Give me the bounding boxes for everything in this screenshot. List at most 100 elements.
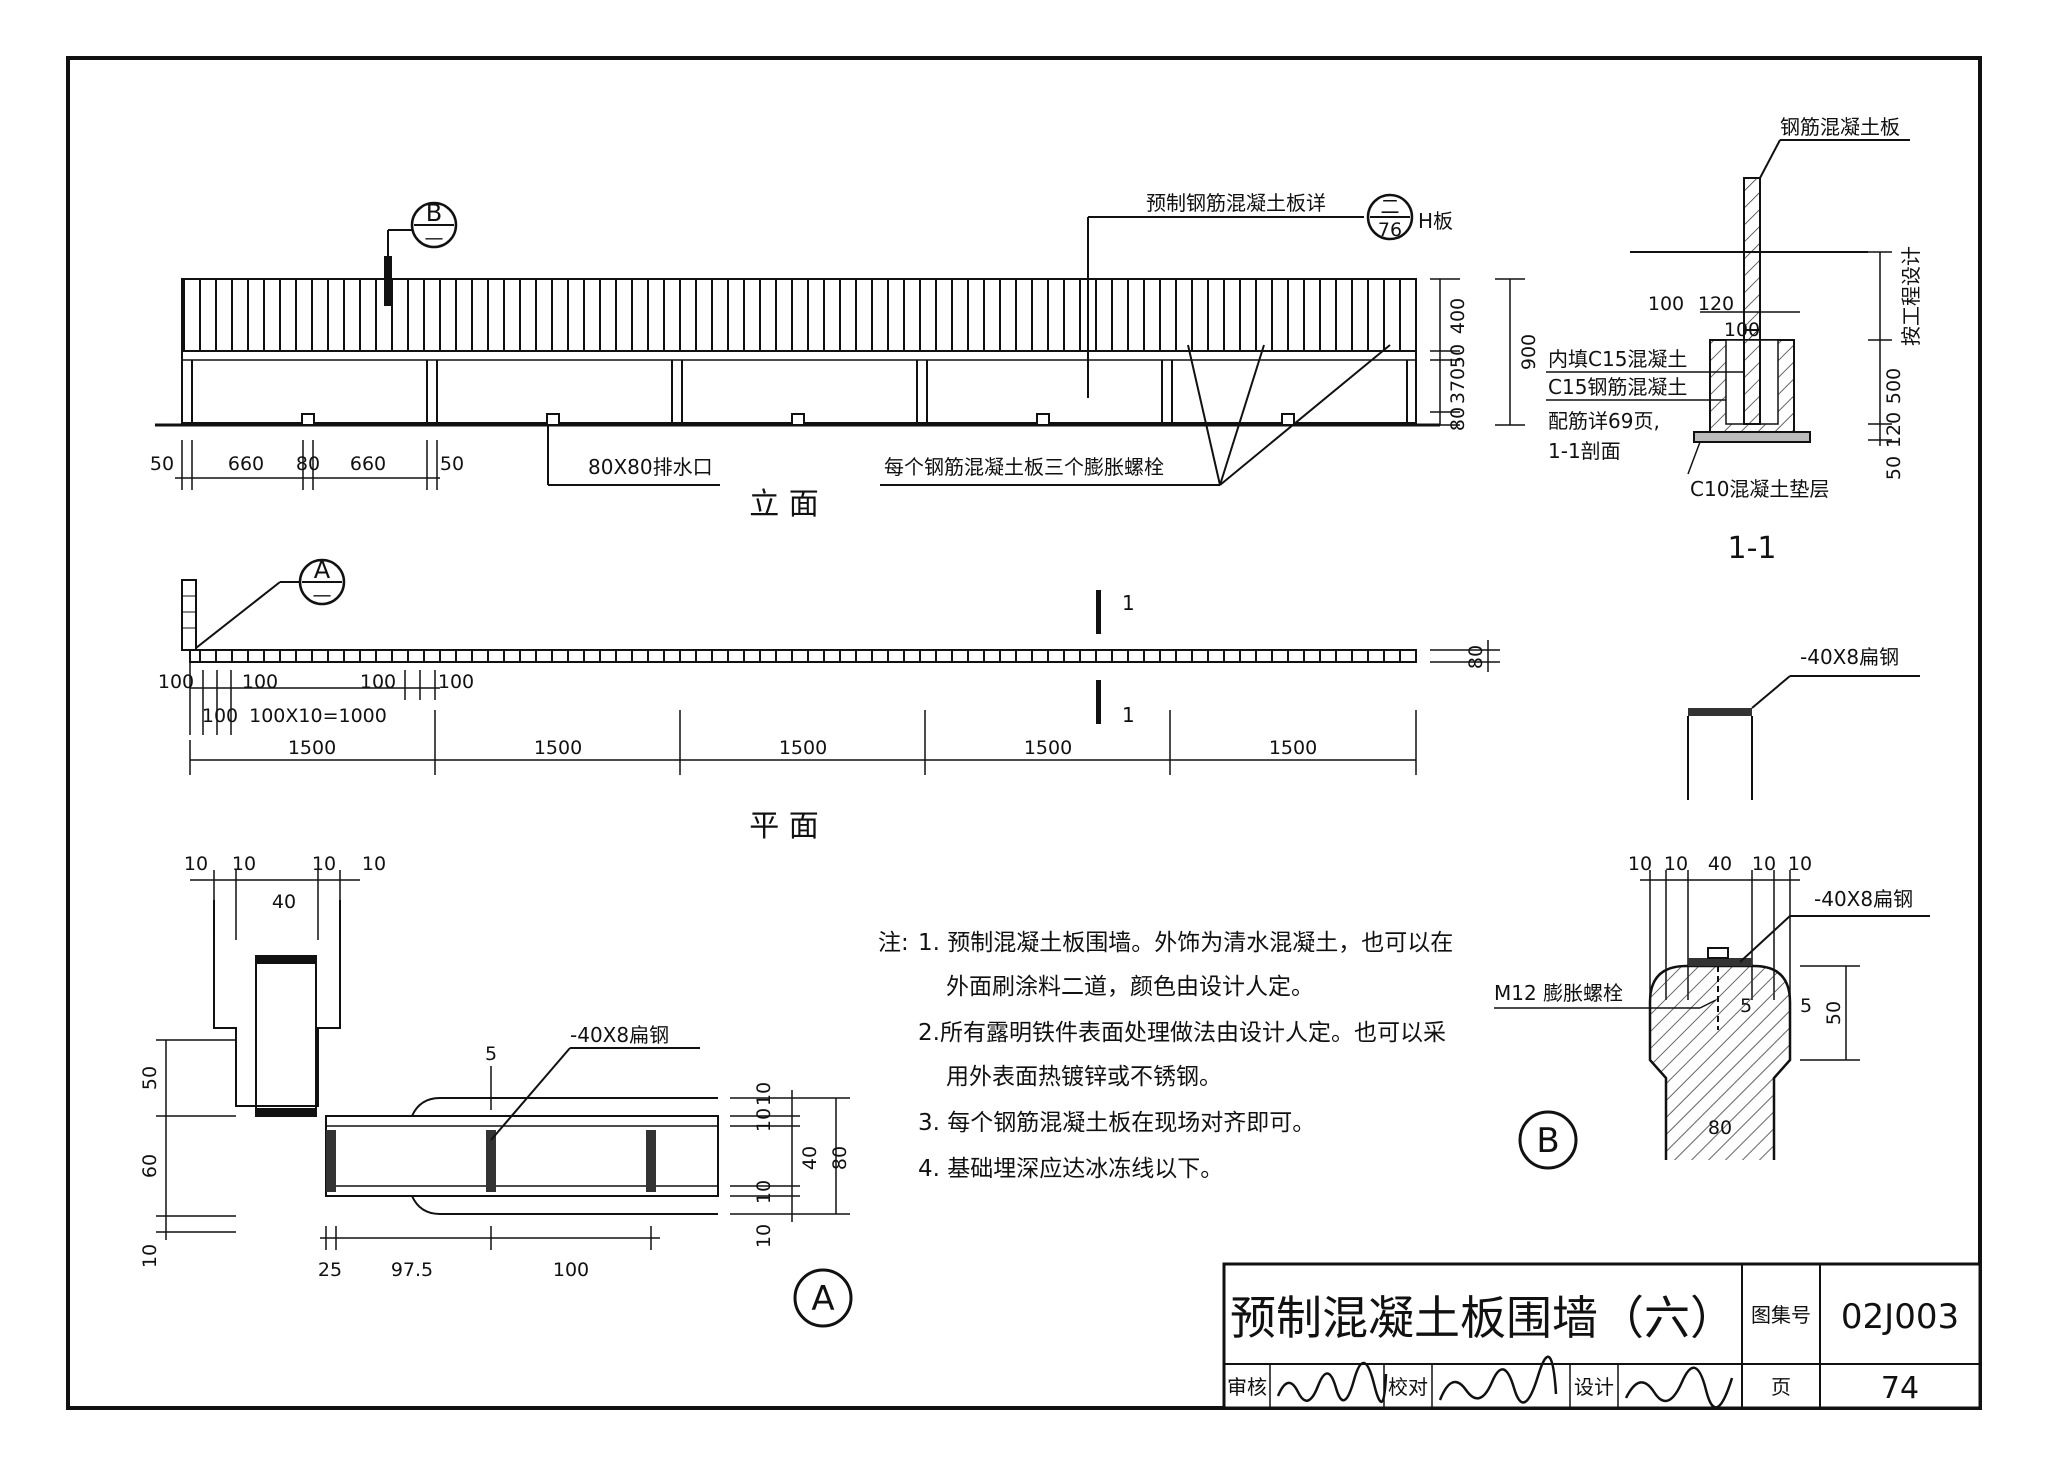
detail-a-right-dim-3: 10 bbox=[753, 1224, 775, 1248]
detail-a-left-dim-2: 10 bbox=[139, 1244, 161, 1268]
elev-dim-2: 80 bbox=[296, 453, 320, 475]
detail-b-flat-steel-side: -40X8扁钢 bbox=[1814, 887, 1913, 911]
detail-a-bottom-dim-1: 97.5 bbox=[391, 1259, 433, 1281]
bolt-label: 每个钢筋混凝土板三个膨胀螺栓 bbox=[884, 455, 1164, 479]
detail-a-top-dim-3: 10 bbox=[362, 853, 386, 875]
elevation-panel-band bbox=[181, 350, 1417, 424]
detail-a-top-dim-2: 10 bbox=[312, 853, 336, 875]
section-rebar-note-1: 配筋详69页, bbox=[1548, 409, 1660, 433]
detail-a-flat-steel: -40X8扁钢 bbox=[570, 1023, 669, 1047]
title-block-atlas-no: 02J003 bbox=[1841, 1297, 1959, 1337]
elevation-view: B — 预制钢筋混凝土板详 二 76 H板 80X80排水口 每个钢筋混凝土板三… bbox=[150, 191, 1540, 522]
elev-overall-height: 900 bbox=[1518, 334, 1540, 370]
elev-rdim-2: 370 bbox=[1447, 368, 1469, 404]
plan-dim-r2-0: 100 bbox=[202, 705, 238, 727]
detail-b-top-dim-1: 10 bbox=[1664, 853, 1688, 875]
detail-a-right-dim-1: 10 bbox=[753, 1108, 775, 1132]
plan-dim-r1-0: 100 bbox=[158, 671, 194, 693]
detail-a-width-dim: 40 bbox=[272, 891, 296, 913]
detail-a-top-small: 5 bbox=[485, 1043, 497, 1065]
detail-a-top-dim-1: 10 bbox=[232, 853, 256, 875]
detail-b-top-dim-3: 10 bbox=[1752, 853, 1776, 875]
detail-a-marker-sub: — bbox=[313, 584, 332, 606]
detail-b-marker-label: B bbox=[426, 199, 442, 227]
detail-a-top-dim-0: 10 bbox=[184, 853, 208, 875]
note-line-0: 1. 预制混凝土板围墙。外饰为清水混凝土，也可以在 bbox=[918, 930, 1453, 956]
detail-b-top-dim-0: 10 bbox=[1628, 853, 1652, 875]
section-dim-3: 500 bbox=[1883, 368, 1905, 404]
detail-a-right-outer: 80 bbox=[829, 1146, 851, 1170]
elevation-posts bbox=[181, 351, 1417, 425]
detail-b-width-dim: 80 bbox=[1708, 1117, 1732, 1139]
panel-callout-suffix: H板 bbox=[1418, 209, 1453, 233]
plan-span-0: 1500 bbox=[288, 737, 336, 759]
section-side-label: 按工程设计 bbox=[1899, 246, 1923, 346]
section-dim-1: 120 bbox=[1698, 293, 1734, 315]
elev-dim-0: 50 bbox=[150, 453, 174, 475]
drain-label: 80X80排水口 bbox=[588, 455, 713, 479]
detail-a-bottom-dim-2: 100 bbox=[553, 1259, 589, 1281]
section-fill-label: 内填C15混凝土 bbox=[1548, 347, 1687, 371]
plan-dim-r1-3: 100 bbox=[438, 671, 474, 693]
sheet-border bbox=[66, 56, 1982, 1410]
detail-b-small-dim-0: 5 bbox=[1740, 995, 1752, 1017]
detail-a: 10 10 10 10 40 50 60 10 -40X8扁钢 5 10 10 … bbox=[139, 853, 853, 1328]
section-rebar-note-2: 1-1剖面 bbox=[1548, 439, 1621, 463]
title-block-design-label: 设计 bbox=[1574, 1375, 1614, 1399]
detail-b: -40X8扁钢 10 10 40 10 10 -40X8扁钢 M12 膨胀螺栓 … bbox=[1494, 645, 1930, 1170]
detail-a-marker-label: A bbox=[314, 556, 331, 584]
detail-a-left-dim-0: 50 bbox=[139, 1066, 161, 1090]
section-top-label: 钢筋混凝土板 bbox=[1780, 115, 1900, 139]
detail-b-mark-circle bbox=[1518, 1110, 1578, 1170]
section-cut-bottom: 1 bbox=[1122, 703, 1135, 727]
elev-rdim-1: 50 bbox=[1447, 344, 1469, 368]
detail-a-bottom-dim-0: 25 bbox=[318, 1259, 342, 1281]
title-block-page-label: 页 bbox=[1771, 1375, 1791, 1399]
note-line-2: 2.所有露明铁件表面处理做法由设计人定。也可以采 bbox=[918, 1020, 1446, 1046]
elevation-rib-band bbox=[181, 278, 1417, 352]
detail-a-left-dim-1: 60 bbox=[139, 1154, 161, 1178]
elev-dim-1: 660 bbox=[228, 453, 264, 475]
plan-span-2: 1500 bbox=[779, 737, 827, 759]
section-dim-4: 120 bbox=[1883, 412, 1905, 448]
plan-caption: 平 面 bbox=[749, 809, 819, 844]
panel-callout-label: 预制钢筋混凝土板详 bbox=[1146, 191, 1326, 215]
plan-span-3: 1500 bbox=[1024, 737, 1072, 759]
section-dim-0: 100 bbox=[1648, 293, 1684, 315]
panel-callout-ref-top: 二 bbox=[1380, 196, 1399, 218]
title-block-title: 预制混凝土板围墙（六） bbox=[1230, 1291, 1736, 1345]
signature-designer bbox=[1624, 1366, 1734, 1409]
detail-b-small-dim-1: 5 bbox=[1800, 995, 1812, 1017]
plan-strip bbox=[189, 649, 1417, 663]
drain-openings bbox=[301, 413, 1295, 426]
notes: 注: 1. 预制混凝土板围墙。外饰为清水混凝土，也可以在 外面刷涂料二道，颜色由… bbox=[878, 930, 1453, 1182]
detail-b-flat-steel-top: -40X8扁钢 bbox=[1800, 645, 1899, 669]
elev-rdim-3: 80 bbox=[1447, 407, 1469, 431]
elev-dim-3: 660 bbox=[350, 453, 386, 475]
plan-span-1: 1500 bbox=[534, 737, 582, 759]
section-1-1: 钢筋混凝土板 内填C15混凝土 C15钢筋混凝土 配筋详69页, 1-1剖面 C… bbox=[1546, 115, 1923, 566]
plan-dim-r1-1: 100 bbox=[242, 671, 278, 693]
plan-right-dim: 80 bbox=[1465, 645, 1487, 669]
detail-b-mark: B bbox=[1536, 1121, 1559, 1161]
detail-a-right-inner: 40 bbox=[799, 1146, 821, 1170]
plan-view: A — 1 1 80 100 100 100 100 100 100X10=10… bbox=[158, 556, 1500, 844]
detail-b-bolt: M12 膨胀螺栓 bbox=[1494, 981, 1623, 1005]
plan-dim-r2-1: 100X10=1000 bbox=[249, 705, 387, 727]
detail-a-mark: A bbox=[811, 1279, 834, 1319]
title-block-review-label: 审核 bbox=[1227, 1375, 1267, 1399]
detail-a-right-dim-2: 10 bbox=[753, 1180, 775, 1204]
section-dim-5: 50 bbox=[1883, 456, 1905, 480]
section-rc-label: C15钢筋混凝土 bbox=[1548, 375, 1687, 399]
section-cut-top: 1 bbox=[1122, 591, 1135, 615]
note-line-3: 用外表面热镀锌或不锈钢。 bbox=[946, 1064, 1222, 1090]
title-block-atlas-label: 图集号 bbox=[1751, 1303, 1811, 1327]
detail-b-top-dim-4: 10 bbox=[1788, 853, 1812, 875]
section-dim-2: 100 bbox=[1724, 319, 1760, 341]
detail-b-top-dim-2: 40 bbox=[1708, 853, 1732, 875]
detail-b-height-dim: 50 bbox=[1823, 1001, 1845, 1025]
panel-callout-ref-bottom: 76 bbox=[1378, 219, 1402, 241]
signature-checker bbox=[1438, 1355, 1558, 1404]
detail-a-right-dim-0: 10 bbox=[753, 1082, 775, 1106]
